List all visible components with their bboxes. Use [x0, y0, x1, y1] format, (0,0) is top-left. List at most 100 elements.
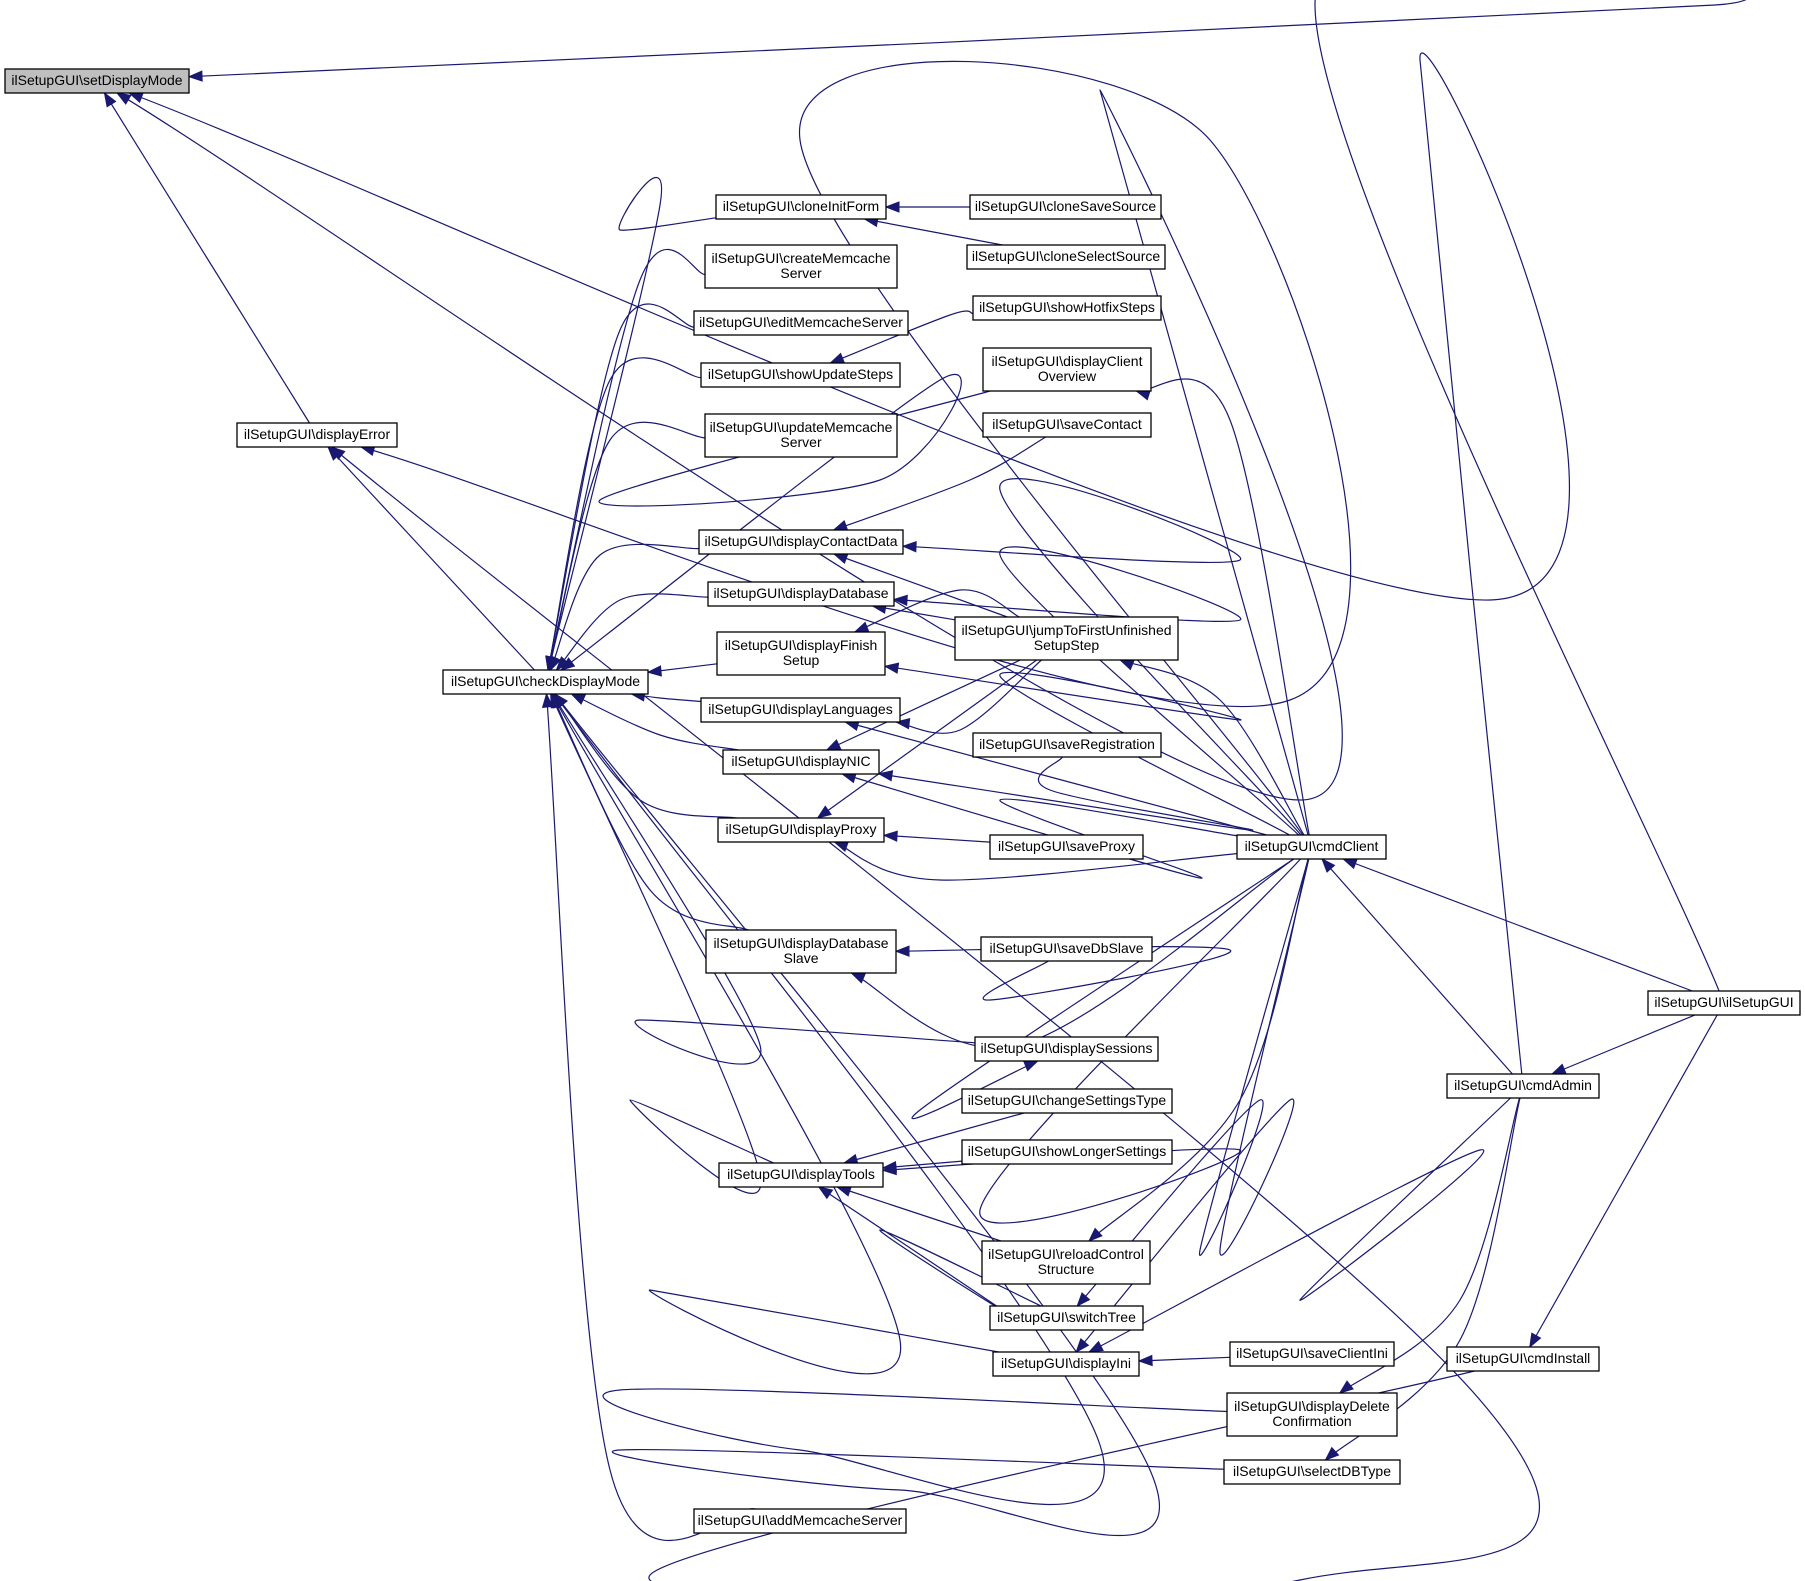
node-changeSettingsType[interactable]: ilSetupGUI\changeSettingsType — [961, 1088, 1173, 1114]
node-label: ilSetupGUI\displayProxy — [726, 821, 877, 837]
node-box[interactable] — [1226, 1392, 1398, 1437]
edge-arrowhead — [330, 446, 346, 460]
node-box[interactable] — [982, 347, 1152, 392]
node-box[interactable] — [700, 362, 901, 388]
node-showHotfixSteps[interactable]: ilSetupGUI\showHotfixSteps — [972, 295, 1162, 321]
edge-line — [128, 52, 1570, 1075]
node-jumpToFirstUnfinishedSetupStep[interactable]: ilSetupGUI\jumpToFirstUnfinishedSetupSte… — [954, 616, 1179, 661]
node-box[interactable] — [974, 1036, 1159, 1062]
node-box[interactable] — [698, 529, 904, 555]
edge-line — [896, 659, 1042, 734]
edge-arrowhead — [555, 656, 570, 672]
node-cmdClient[interactable]: ilSetupGUI\cmdClient — [1236, 834, 1387, 860]
node-saveClientIni[interactable]: ilSetupGUI\saveClientIni — [1229, 1341, 1395, 1367]
node-saveContact[interactable]: ilSetupGUI\saveContact — [982, 412, 1152, 438]
edge-cmdClient-to-displayProxy — [833, 841, 1238, 881]
node-box[interactable] — [954, 616, 1179, 661]
node-label: ilSetupGUI\setDisplayMode — [11, 72, 182, 88]
node-displaySessions[interactable]: ilSetupGUI\displaySessions — [974, 1036, 1159, 1062]
node-displayLanguages[interactable]: ilSetupGUI\displayLanguages — [700, 697, 901, 723]
node-label: ilSetupGUI\addMemcacheServer — [698, 1512, 903, 1528]
node-setDisplayMode[interactable]: ilSetupGUI\setDisplayMode — [4, 68, 190, 94]
node-cloneSaveSource[interactable]: ilSetupGUI\cloneSaveSource — [969, 194, 1162, 220]
node-box[interactable] — [981, 1240, 1151, 1285]
node-box[interactable] — [442, 669, 649, 695]
node-box[interactable] — [989, 834, 1144, 860]
node-box[interactable] — [4, 68, 190, 94]
node-ilSetupGUI[interactable]: ilSetupGUI\ilSetupGUI — [1647, 990, 1801, 1016]
node-box[interactable] — [989, 1305, 1144, 1331]
node-box[interactable] — [972, 295, 1162, 321]
node-box[interactable] — [704, 244, 898, 289]
node-box[interactable] — [236, 422, 398, 448]
node-displayIni[interactable]: ilSetupGUI\displayIni — [992, 1351, 1140, 1377]
edge-line — [1088, 1097, 1511, 1353]
node-box[interactable] — [700, 697, 901, 723]
node-displayContactData[interactable]: ilSetupGUI\displayContactData — [698, 529, 904, 555]
node-box[interactable] — [716, 631, 886, 676]
edge-arrowhead — [883, 662, 900, 674]
node-box[interactable] — [715, 194, 887, 220]
edge-selectDBType-to-checkDisplayMode — [553, 692, 1225, 1537]
node-box[interactable] — [969, 194, 1162, 220]
node-box[interactable] — [961, 1088, 1173, 1114]
node-box[interactable] — [1647, 990, 1801, 1016]
node-cmdAdmin[interactable]: ilSetupGUI\cmdAdmin — [1446, 1073, 1600, 1099]
node-box[interactable] — [982, 412, 1152, 438]
node-showLongerSettings[interactable]: ilSetupGUI\showLongerSettings — [961, 1139, 1173, 1165]
node-displayDatabase[interactable]: ilSetupGUI\displayDatabase — [707, 581, 895, 607]
node-cloneInitForm[interactable]: ilSetupGUI\cloneInitForm — [715, 194, 887, 220]
node-box[interactable] — [961, 1139, 1173, 1165]
edge-line — [826, 659, 1021, 751]
node-displayProxy[interactable]: ilSetupGUI\displayProxy — [717, 817, 885, 843]
edge-jumpToFirstUnfinishedSetupStep-to-displayNIC — [825, 659, 1021, 751]
node-cloneSelectSource[interactable]: ilSetupGUI\cloneSelectSource — [966, 244, 1166, 270]
node-box[interactable] — [704, 413, 898, 458]
node-box[interactable] — [1446, 1346, 1600, 1372]
node-selectDBType[interactable]: ilSetupGUI\selectDBType — [1223, 1459, 1401, 1485]
node-cmdInstall[interactable]: ilSetupGUI\cmdInstall — [1446, 1346, 1600, 1372]
node-box[interactable] — [1236, 834, 1387, 860]
node-box[interactable] — [693, 310, 909, 336]
node-saveRegistration[interactable]: ilSetupGUI\saveRegistration — [972, 732, 1162, 758]
node-box[interactable] — [1229, 1341, 1395, 1367]
node-editMemcacheServer[interactable]: ilSetupGUI\editMemcacheServer — [693, 310, 909, 336]
edge-line — [552, 693, 976, 1065]
node-displayTools[interactable]: ilSetupGUI\displayTools — [718, 1162, 884, 1188]
node-label: ilSetupGUI\cloneSaveSource — [975, 198, 1157, 214]
edge-line — [845, 721, 1267, 836]
node-box[interactable] — [722, 749, 880, 775]
node-box[interactable] — [966, 244, 1166, 270]
node-box[interactable] — [705, 929, 897, 974]
node-box[interactable] — [707, 581, 895, 607]
edge-line — [547, 303, 695, 671]
node-label: Slave — [783, 950, 818, 966]
node-box[interactable] — [717, 817, 885, 843]
node-saveDbSlave[interactable]: ilSetupGUI\saveDbSlave — [980, 936, 1153, 962]
edge-arrowhead — [570, 693, 587, 705]
node-displayError[interactable]: ilSetupGUI\displayError — [236, 422, 398, 448]
node-label: ilSetupGUI\displayClient — [992, 353, 1143, 369]
node-showUpdateSteps[interactable]: ilSetupGUI\showUpdateSteps — [700, 362, 901, 388]
node-box[interactable] — [1223, 1459, 1401, 1485]
node-saveProxy[interactable]: ilSetupGUI\saveProxy — [989, 834, 1144, 860]
node-box[interactable] — [693, 1508, 907, 1534]
edge-arrowhead — [901, 540, 917, 553]
node-addMemcacheServer[interactable]: ilSetupGUI\addMemcacheServer — [693, 1508, 907, 1534]
node-box[interactable] — [992, 1351, 1140, 1377]
node-displayNIC[interactable]: ilSetupGUI\displayNIC — [722, 749, 880, 775]
node-box[interactable] — [1446, 1073, 1600, 1099]
node-box[interactable] — [972, 732, 1162, 758]
node-checkDisplayMode[interactable]: ilSetupGUI\checkDisplayMode — [442, 669, 649, 695]
edge-cmdAdmin-to-cmdClient — [1321, 857, 1513, 1075]
node-switchTree[interactable]: ilSetupGUI\switchTree — [989, 1305, 1144, 1331]
node-box[interactable] — [980, 936, 1153, 962]
node-box[interactable] — [718, 1162, 884, 1188]
